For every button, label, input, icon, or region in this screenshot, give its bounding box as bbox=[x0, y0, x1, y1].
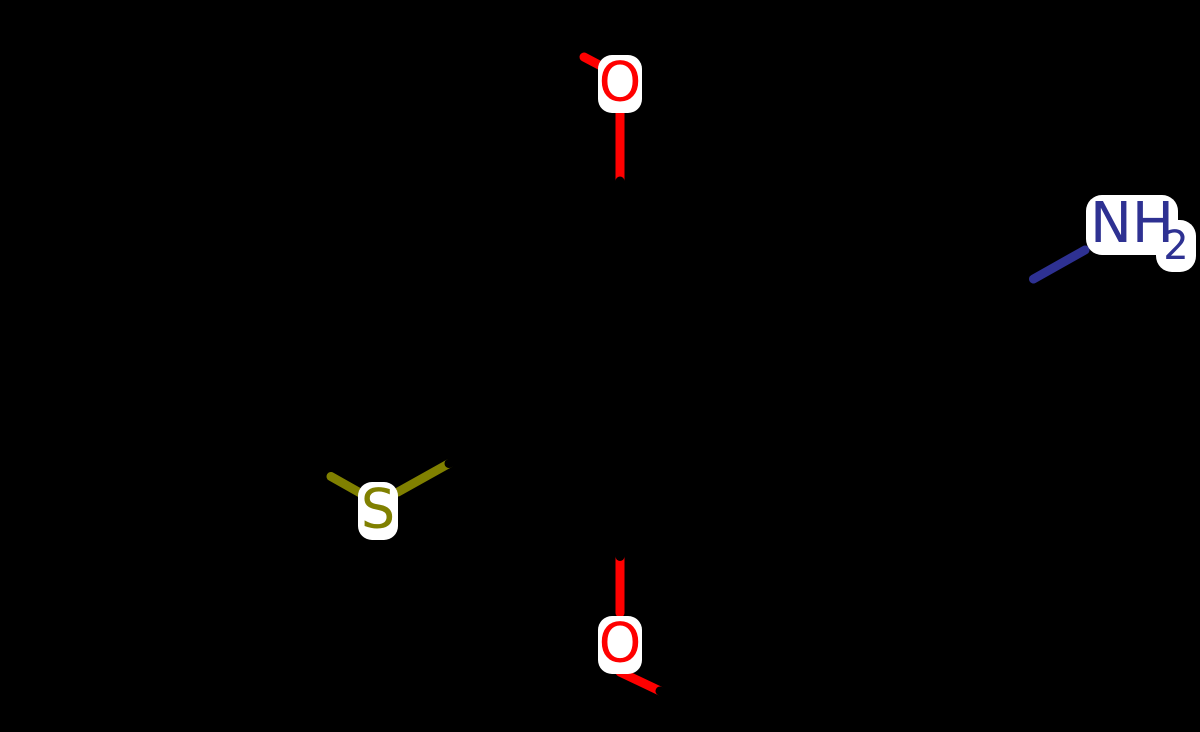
bond-segment bbox=[667, 425, 718, 458]
atom-label-O-bottom: O bbox=[599, 612, 642, 675]
atom-label-O-top: O bbox=[599, 51, 642, 114]
atom-halo-layer bbox=[358, 55, 1196, 674]
bond-segment bbox=[857, 465, 927, 505]
atom-halo-O-top bbox=[598, 55, 642, 113]
bond-segment bbox=[869, 450, 919, 480]
bond-segment bbox=[555, 463, 625, 505]
bond-bond-ome-bottom-methyl bbox=[615, 667, 705, 715]
bond-segment bbox=[295, 454, 336, 481]
bond-segment bbox=[910, 289, 960, 319]
bond-segment bbox=[917, 435, 987, 475]
bond-ring-b-5 bbox=[735, 430, 867, 505]
bond-segment bbox=[615, 667, 665, 696]
bond-segment bbox=[495, 278, 565, 320]
bond-segment bbox=[857, 245, 927, 284]
bond-segment bbox=[735, 278, 806, 320]
bond-ring-b-4 bbox=[857, 429, 987, 505]
bond-segment bbox=[495, 430, 565, 472]
bond-segment bbox=[796, 245, 867, 287]
bond-segment bbox=[655, 686, 705, 715]
bond-segment bbox=[393, 459, 454, 497]
bond-segment bbox=[869, 270, 920, 299]
atom-halo-O-bottom bbox=[598, 616, 642, 674]
bond-layer bbox=[295, 33, 1090, 715]
bond-segment bbox=[917, 274, 987, 313]
bond-segment bbox=[626, 448, 677, 480]
bond-ring-a-1 bbox=[495, 245, 625, 320]
atom-label-layer: O O S NH2 bbox=[361, 51, 1189, 675]
bond-ring-a-3 bbox=[495, 430, 625, 505]
bond-segment bbox=[735, 430, 806, 472]
bond-bond-ring-to-nh2 bbox=[977, 245, 1090, 313]
bond-segment bbox=[615, 245, 685, 287]
bond-ring-b-2 bbox=[857, 245, 987, 319]
bond-segment bbox=[1029, 245, 1090, 284]
bond-segment bbox=[667, 292, 718, 325]
group-label-NH2: NH bbox=[1090, 191, 1174, 256]
bond-bond-s-to-ring bbox=[393, 430, 505, 497]
atom-halo-NH2-sub bbox=[1156, 220, 1196, 272]
bond-segment bbox=[326, 472, 367, 499]
atom-label-S-left: S bbox=[361, 478, 395, 541]
bond-ring-a-6 bbox=[615, 245, 745, 325]
bond-segment bbox=[543, 33, 589, 62]
group-subscript-NH2: 2 bbox=[1163, 223, 1188, 269]
bond-segment bbox=[615, 463, 685, 505]
bond-segment bbox=[444, 430, 505, 468]
bond-segment bbox=[675, 430, 745, 472]
bond-segment bbox=[626, 270, 677, 302]
bond-bond-sme-methyl bbox=[295, 454, 367, 499]
bond-segment bbox=[909, 429, 960, 460]
bond-segment bbox=[555, 245, 625, 287]
bond-ring-a-2 bbox=[495, 310, 522, 440]
bond-segment bbox=[977, 274, 1038, 313]
bond-segment bbox=[796, 463, 867, 505]
bond-ring-b-1 bbox=[735, 245, 867, 320]
bond-segment bbox=[675, 278, 745, 320]
atom-halo-S-left bbox=[358, 482, 398, 540]
atom-halo-NH2 bbox=[1086, 195, 1178, 255]
bond-ring-a-4 bbox=[615, 425, 745, 505]
